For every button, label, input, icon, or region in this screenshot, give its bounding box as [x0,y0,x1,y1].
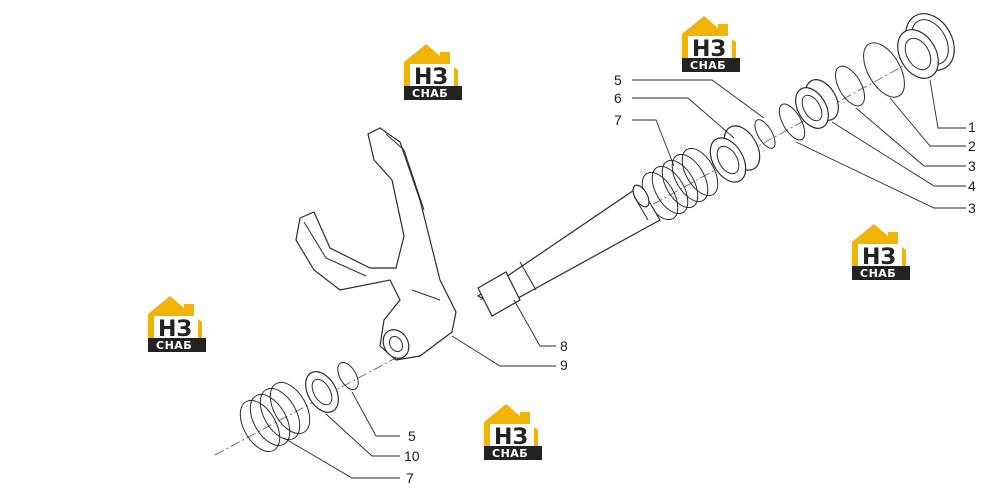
part-1-threaded-plug [897,13,955,79]
leader-3b [795,141,966,209]
svg-text:СНАБ: СНАБ [492,447,528,460]
leader-3a [855,107,966,167]
callout-10: 10 [404,448,420,464]
svg-text:НЗ: НЗ [158,317,192,342]
svg-text:НЗ: НЗ [692,37,726,62]
leader-6 [632,97,735,139]
watermark-letters: НЗ [414,65,448,90]
part-7-spring-upper [641,147,719,221]
part-10-washer [305,371,339,413]
part-5-snap-ring-upper [754,119,776,149]
leader-9 [451,335,556,367]
svg-text:НЗ: НЗ [494,425,528,450]
svg-text:СНАБ: СНАБ [690,59,726,72]
leader-1 [929,79,966,129]
callout-7: 7 [614,112,622,128]
leader-10 [325,413,400,457]
callout-1: 1 [968,119,976,135]
callout-5-lower: 5 [408,428,416,444]
part-4-bushing [795,79,839,129]
leader-2 [889,97,966,147]
watermark-logo: НЗ СНАБ [848,220,910,282]
watermark-logo: НЗ СНАБ [678,12,740,74]
part-2-o-ring [863,42,905,98]
leader-7a [632,119,675,167]
callout-6: 6 [614,90,622,106]
callout-5: 5 [614,72,622,88]
callout-4: 4 [968,178,976,194]
leader-7b [283,437,400,479]
part-3-o-ring-second [778,103,806,141]
watermark-caption: СНАБ [412,87,448,100]
part-9-shift-fork [295,127,457,361]
callout-8: 8 [560,338,568,354]
watermark-logo: НЗ СНАБ [144,292,206,354]
leader-4 [831,121,966,187]
svg-text:СНАБ: СНАБ [860,267,896,280]
callout-2: 2 [968,138,976,154]
part-5-snap-ring-lower [337,361,359,391]
leader-5a [632,79,765,119]
callout-3: 3 [968,158,976,174]
part-3-o-ring [834,65,866,107]
callout-9: 9 [560,357,568,373]
watermark-logo: НЗ СНАБ [400,40,462,102]
callout-7-lower: 7 [406,470,414,486]
part-6-spacer-sleeve [709,125,761,183]
part-8-shaft [476,184,661,317]
leader-8 [513,299,556,347]
svg-text:СНАБ: СНАБ [156,339,192,352]
leader-5b [351,391,400,437]
callout-3-second: 3 [968,200,976,216]
watermark-logo: НЗ СНАБ [480,400,542,462]
part-7-spring-lower [239,381,311,453]
svg-text:НЗ: НЗ [862,245,896,270]
